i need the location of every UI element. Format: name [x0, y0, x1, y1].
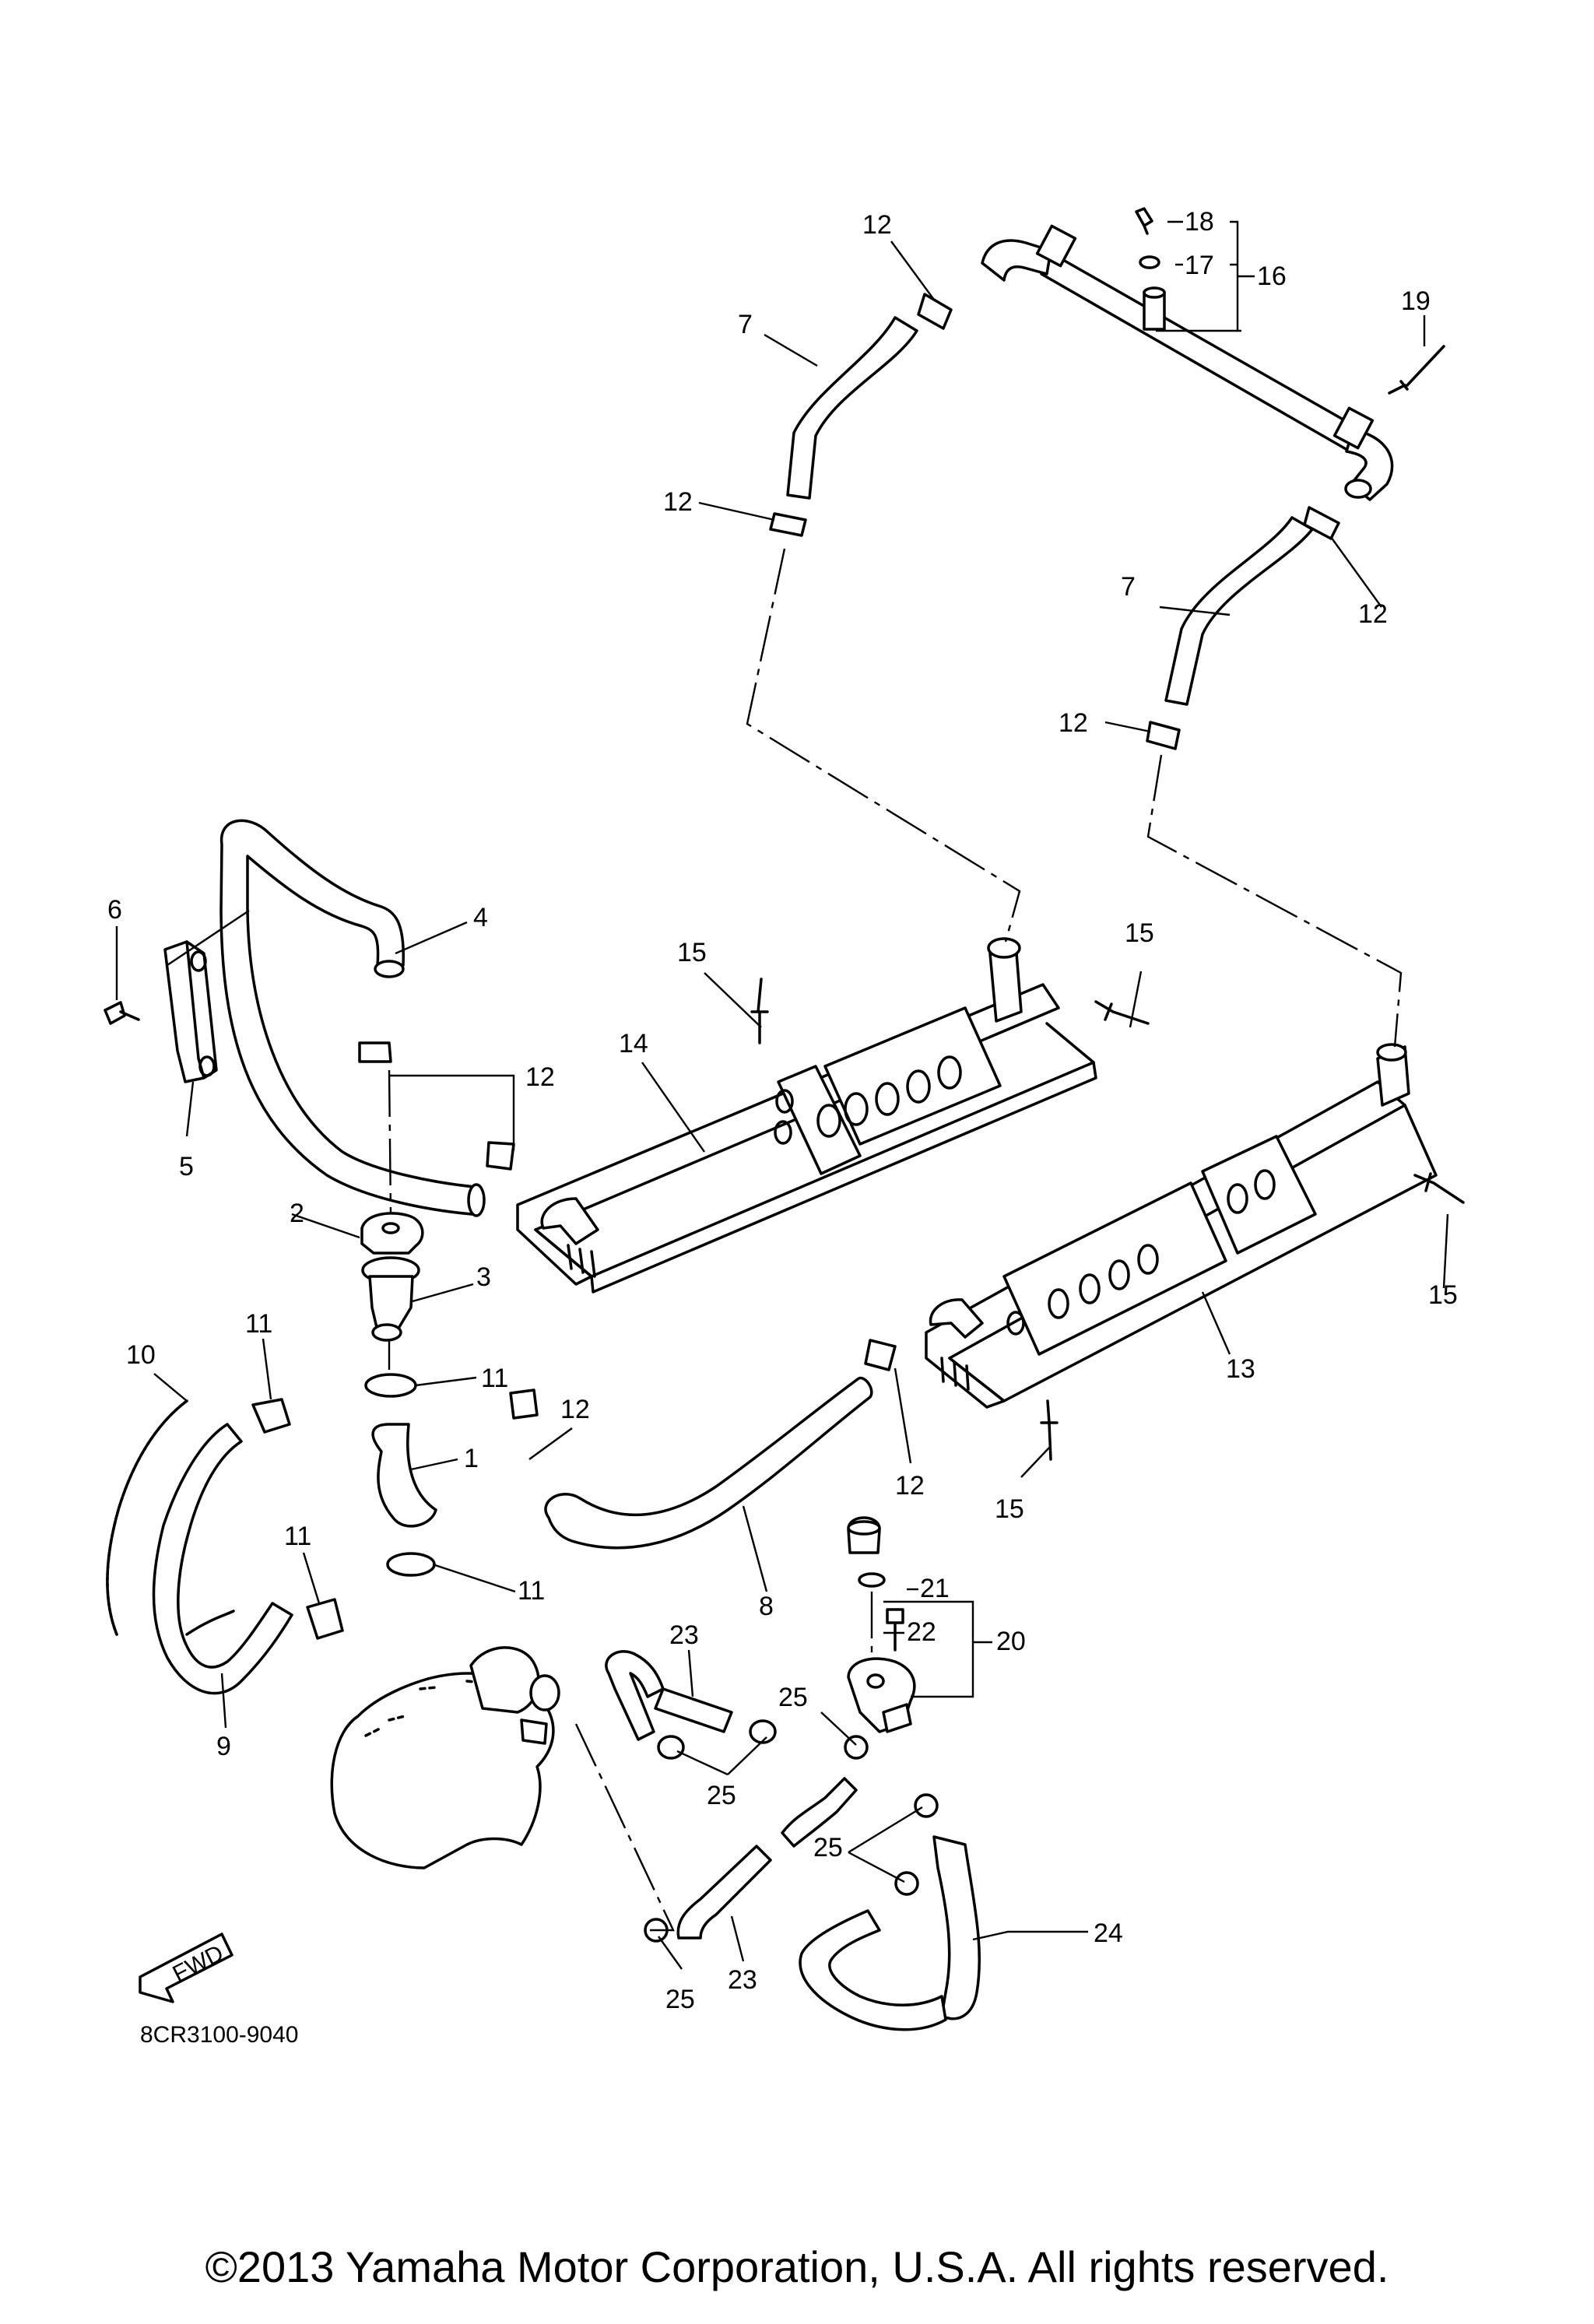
callout-24: 24	[1094, 1919, 1123, 1948]
callout-11: 11	[245, 1309, 272, 1339]
callout-19: 19	[1401, 286, 1431, 316]
callout-12: 12	[895, 1471, 925, 1501]
callout-labels: 12 18 17 16 19 7 12 7 12 12 4 6 15 15 14…	[107, 207, 1458, 2014]
bolt-22	[886, 1608, 904, 1652]
callout-12: 12	[862, 210, 892, 240]
callout-10: 10	[126, 1340, 156, 1370]
valve-assembly-20	[847, 1516, 881, 1554]
callout-11: 11	[284, 1522, 311, 1551]
callout-17: 17	[1185, 251, 1214, 280]
bracket-5	[163, 940, 218, 1083]
callout-25: 25	[813, 1833, 843, 1862]
hose-7-left	[786, 316, 918, 500]
rivet-19	[1388, 345, 1445, 395]
hose-25-link	[781, 1777, 858, 1848]
hose-10	[106, 1399, 235, 1636]
hose-1	[371, 1423, 437, 1528]
callout-9: 9	[216, 1732, 231, 1761]
callout-6: 6	[107, 895, 122, 925]
callout-12: 12	[1358, 599, 1388, 629]
cross-pipe-assembly	[981, 224, 1394, 501]
callout-15: 15	[1428, 1280, 1458, 1310]
callout-25: 25	[665, 1985, 695, 2014]
alignment-lines	[388, 548, 1403, 1932]
callout-15: 15	[995, 1494, 1024, 1524]
callout-15: 15	[1125, 918, 1154, 948]
hose-clamps-12	[358, 293, 1340, 1420]
callout-1: 1	[464, 1444, 479, 1473]
callout-15: 15	[677, 938, 707, 967]
callout-14: 14	[619, 1029, 648, 1058]
callout-13: 13	[1226, 1354, 1255, 1384]
callout-12: 12	[1059, 708, 1088, 738]
callout-21: 21	[920, 1574, 950, 1603]
radiator-14	[516, 937, 1097, 1294]
diagram-code: 8CR3100-9040	[140, 2022, 298, 2048]
hose-9	[152, 1423, 293, 1695]
water-pump-housing	[330, 1646, 560, 1869]
callout-11: 11	[481, 1364, 508, 1393]
callout-12: 12	[560, 1395, 590, 1424]
callout-7: 7	[1121, 572, 1136, 602]
hose-8	[544, 1376, 873, 1550]
bolt-18	[1135, 207, 1153, 235]
callout-23: 23	[669, 1620, 699, 1650]
callout-25: 25	[707, 1781, 736, 1810]
cap-2	[360, 1212, 424, 1255]
callout-18: 18	[1185, 207, 1214, 237]
callout-3: 3	[476, 1262, 491, 1292]
callout-5: 5	[179, 1152, 194, 1181]
callout-2: 2	[290, 1199, 304, 1228]
callout-16: 16	[1257, 262, 1287, 291]
thermostat-3	[361, 1256, 420, 1342]
callout-12: 12	[663, 487, 693, 517]
callout-11: 11	[518, 1576, 545, 1606]
callout-4: 4	[473, 903, 488, 932]
valve-body	[847, 1657, 916, 1733]
hose-24	[799, 1835, 981, 2031]
o-ring-21	[858, 1572, 886, 1588]
copyright-notice: ©2013 Yamaha Motor Corporation, U.S.A. A…	[205, 2242, 1389, 2291]
callout-7: 7	[738, 310, 753, 339]
bolt-6	[104, 1001, 140, 1025]
callout-22: 22	[907, 1617, 936, 1647]
fwd-arrow-icon: FWD	[139, 1933, 233, 2003]
callout-23: 23	[728, 1965, 757, 1995]
hose-23-lower	[676, 1845, 772, 1940]
callout-12: 12	[525, 1062, 555, 1092]
callout-25: 25	[778, 1683, 808, 1712]
callout-20: 20	[996, 1627, 1026, 1656]
washer-17	[1139, 255, 1160, 269]
rivets-15	[750, 978, 1465, 1461]
hose-4	[219, 819, 486, 1217]
hose-23-upper	[605, 1650, 733, 1741]
radiator-13	[925, 1043, 1438, 1409]
hose-clamps-11	[251, 1373, 436, 1640]
leader-lines	[115, 220, 1449, 1970]
callout-8: 8	[759, 1592, 774, 1621]
